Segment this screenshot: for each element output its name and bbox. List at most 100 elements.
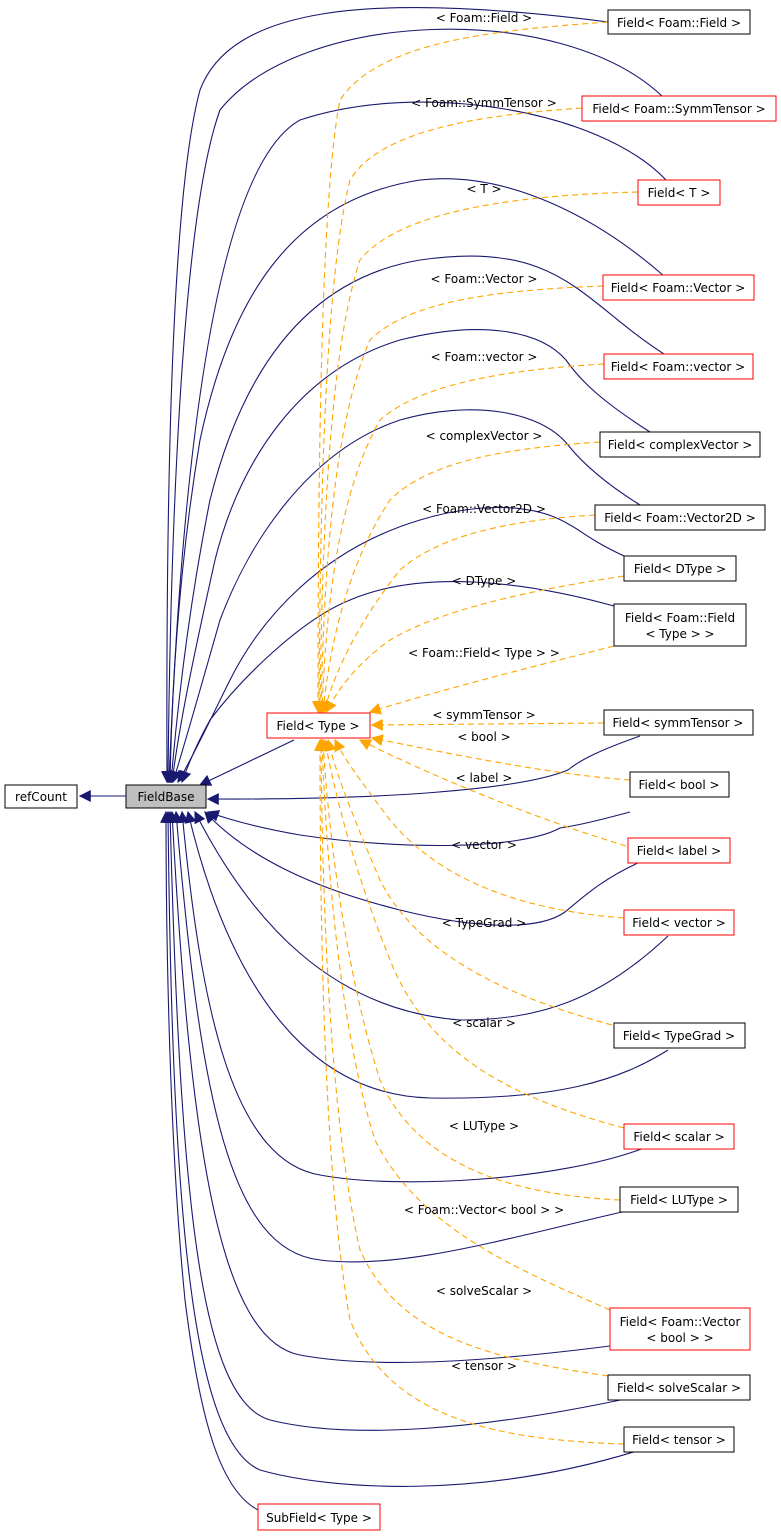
edge-labels: < Foam::Field > < Foam::SymmTensor > < T… [404,11,564,1373]
edge-foamvectorbool-fieldbase [166,810,611,1363]
node-field-foam-vector2d[interactable]: Field< Foam::Vector2D > [594,504,766,531]
tpl-edge-foamvectorbool [316,738,611,1311]
node-label: Field< TypeGrad > [623,1029,735,1043]
edge-label-typegrad: < TypeGrad > [442,916,527,930]
edge-label-solvescalar: < solveScalar > [436,1284,532,1298]
node-field-foam-vector-cap[interactable]: Field< Foam::Vector > [602,274,755,301]
edge-typegrad-fieldbase [184,810,669,1099]
node-field-foam-vector-bool[interactable]: Field< Foam::Vector < bool > > [609,1307,751,1351]
edge-symmtensor-fieldbase [206,735,641,806]
node-label-line1: Field< Foam::Vector [620,1315,741,1329]
edge-label-foamsymmtensor: < Foam::SymmTensor > [411,96,557,110]
node-label: Field< Foam::Field > [617,16,741,30]
edge-tensor-fieldbase [162,810,641,1487]
node-field-foam-symmtensor[interactable]: Field< Foam::SymmTensor > [581,95,777,122]
node-refcount[interactable]: refCount [4,784,78,809]
tpl-edge-symmtensor [370,718,605,731]
node-field-typegrad[interactable]: Field< TypeGrad > [613,1022,746,1049]
tpl-edge-label [358,739,627,847]
edge-solvescalar-fieldbase [164,810,631,1431]
node-field-vector[interactable]: Field< vector > [623,909,735,936]
inheritance-edges [78,6,669,1511]
node-field-type[interactable]: Field< Type > [266,712,371,739]
node-field-foam-field-type[interactable]: Field< Foam::Field < Type > > [613,603,747,647]
edge-label-tensor: < tensor > [451,1359,517,1373]
edge-t-fieldbase [163,101,667,784]
edge-bool-fieldbase [206,810,631,847]
edge-label-foamvector2d: < Foam::Vector2D > [422,502,546,516]
edge-scalar-fieldbase [177,810,645,1183]
node-subfield-type[interactable]: SubField< Type > [257,1503,381,1531]
edge-foamvector2d-fieldbase [170,409,641,784]
template-edges [312,21,639,1445]
node-field-foam-field[interactable]: Field< Foam::Field > [607,9,751,35]
edge-label-t: < T > [466,182,501,196]
tpl-edge-foamfieldtype [368,645,615,715]
tpl-edge-lutype [317,738,621,1201]
tpl-edge-tensor [314,738,625,1445]
node-label: Field< Foam::Vector > [611,281,746,295]
edge-label-scalar: < scalar > [452,1016,516,1030]
tpl-edge-dtype [325,575,625,714]
node-label: Field< Foam::Vector2D > [604,511,756,525]
edge-fieldtype-fieldbase [198,739,295,786]
edge-complexvector-fieldbase [167,329,651,784]
edge-lutype-fieldbase [170,810,623,1263]
tpl-edge-bool [370,734,631,781]
node-label: Field< label > [637,844,721,858]
edge-label-foamvectorcap: < Foam::Vector > [431,272,538,286]
node-label: FieldBase [138,790,195,804]
node-label: Field< scalar > [633,1130,724,1144]
edge-foamfieldtype-fieldbase [179,581,615,784]
tpl-edge-solvescalar [315,738,609,1377]
node-label-line2: < bool > > [646,1331,713,1345]
node-label: Field< T > [648,186,711,200]
node-label: Field< symmTensor > [613,716,744,730]
node-label-line1: Field< Foam::Field [625,611,735,625]
tpl-edge-foamvectorlow [316,363,605,714]
edge-label-complexvector: < complexVector > [426,429,543,443]
node-label: Field< Type > [277,719,360,733]
node-label: Field< solveScalar > [617,1381,741,1395]
tpl-edge-scalar [320,738,625,1129]
nodes: refCount FieldBase Field< Type > SubFiel… [4,9,777,1531]
node-field-tensor[interactable]: Field< tensor > [623,1426,735,1453]
edge-label-lutype: < LUType > [449,1119,519,1133]
node-label: Field< vector > [632,916,726,930]
node-label: SubField< Type > [266,1511,372,1525]
edge-label-foamvectorbool: < Foam::Vector< bool > > [404,1203,564,1217]
node-field-complexvector[interactable]: Field< complexVector > [599,431,761,458]
edge-label-fieldbase [204,811,641,926]
node-field-symmtensor[interactable]: Field< symmTensor > [603,709,754,736]
node-field-solvescalar[interactable]: Field< solveScalar > [607,1374,751,1401]
tpl-edge-foamvector2d [320,514,596,714]
node-label: Field< tensor > [632,1433,726,1447]
node-label-line2: < Type > > [645,627,714,641]
edge-label-foamfield: < Foam::Field > [436,11,532,25]
edge-label-label: < label > [456,771,513,785]
node-field-scalar[interactable]: Field< scalar > [623,1123,735,1150]
tpl-edge-t [314,191,639,714]
node-label: Field< Foam::vector > [611,360,745,374]
node-field-bool[interactable]: Field< bool > [629,771,730,798]
node-label: Field< Foam::SymmTensor > [592,102,765,116]
tpl-edge-complexvector [318,441,601,714]
edge-foamsymmtensor-fieldbase [162,28,663,784]
node-field-t[interactable]: Field< T > [637,179,721,206]
edge-label-foamfieldtype: < Foam::Field< Type > > [408,646,560,660]
node-field-label[interactable]: Field< label > [627,837,731,864]
tpl-edge-foamfield [312,21,609,714]
edge-foamvectorlow-fieldbase [165,255,665,784]
node-label: refCount [15,790,67,804]
node-field-lutype[interactable]: Field< LUType > [619,1186,739,1213]
node-field-foam-vector-low[interactable]: Field< Foam::vector > [603,353,754,380]
node-label: Field< DType > [634,562,726,576]
tpl-edge-typegrad [324,738,613,1026]
edge-label-dtype: < DType > [452,574,517,588]
node-fieldbase[interactable]: FieldBase [125,784,207,809]
node-label: Field< bool > [638,778,719,792]
node-field-dtype[interactable]: Field< DType > [623,555,737,582]
tpl-edge-foamsymmtensor [313,107,583,714]
edge-label-foamvectorlow: < Foam::vector > [431,350,538,364]
